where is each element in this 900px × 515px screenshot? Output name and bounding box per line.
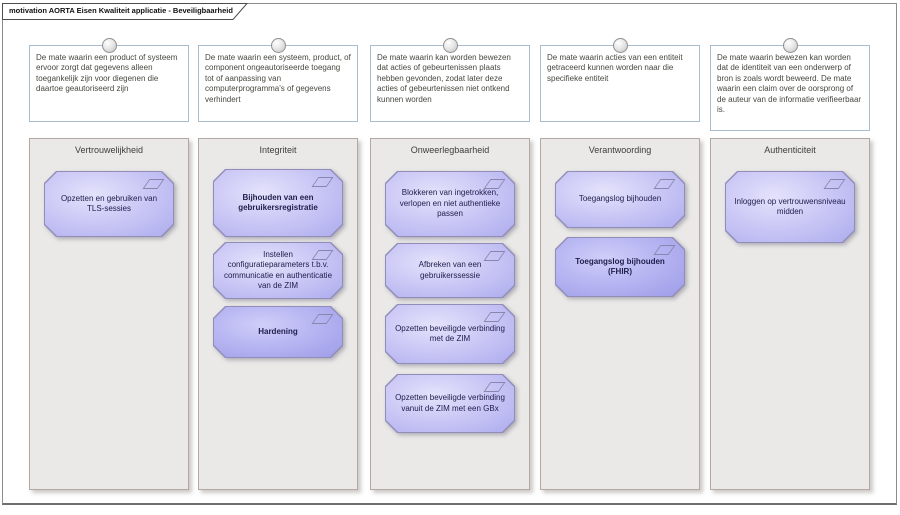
requirement-beveiligde-verbinding-gbx[interactable]: Opzetten beveiligde verbinding vanuit de… — [385, 374, 515, 433]
note-text: De mate waarin acties van een entiteit g… — [547, 53, 683, 83]
title-tab-shape — [2, 3, 249, 20]
note-text: De mate waarin bewezen kan worden dat de… — [717, 53, 862, 114]
requirement-inloggen-vertrouwensniveau[interactable]: Inloggen op vertrouwensniveau midden — [725, 171, 855, 243]
requirement-gebruikersregistratie[interactable]: Bijhouden van een gebruikersregistratie — [213, 169, 343, 237]
element-fill — [386, 244, 514, 297]
requirement-hardening[interactable]: Hardening — [213, 306, 343, 358]
element-label: Opzetten beveiligde verbinding met de ZI… — [395, 323, 505, 343]
group-header: Integriteit — [259, 145, 297, 155]
element-fill — [726, 172, 854, 242]
element-fill — [214, 170, 342, 236]
element-fill — [45, 172, 173, 236]
group-header: Onweerlegbaarheid — [410, 145, 490, 155]
note-integriteit[interactable]: De mate waarin een systeem, product, of … — [198, 38, 358, 122]
element-label: Opzetten beveiligde verbinding vanuit de… — [395, 393, 505, 413]
group-vertrouwelijkheid[interactable]: Vertrouwelijkheid Opzetten en gebruiken … — [29, 138, 189, 490]
element-label: Afbreken van een gebruikerssessie — [418, 260, 482, 280]
requirement-toegangslog-fhir[interactable]: Toegangslog bijhouden (FHIR) — [555, 237, 685, 297]
requirement-configuratieparameters[interactable]: Instellen configuratieparameters t.b.v. … — [213, 242, 343, 299]
group-header: Vertrouwelijkheid — [74, 145, 144, 155]
element-label: Inloggen op vertrouwensniveau midden — [734, 196, 846, 216]
element-label: Hardening — [258, 326, 298, 336]
connector-ball-icon — [102, 38, 117, 53]
group-verantwoording[interactable]: Verantwoording Toegangslog bijhouden Toe… — [540, 138, 700, 490]
note-verantwoording[interactable]: De mate waarin acties van een entiteit g… — [540, 38, 700, 122]
group-header: Authenticiteit — [764, 145, 816, 155]
diagram-title-tab: motivation AORTA Eisen Kwaliteit applica… — [2, 3, 254, 21]
requirement-toegangslog[interactable]: Toegangslog bijhouden — [555, 171, 685, 228]
note-text: De mate waarin een product of systeem er… — [36, 53, 178, 94]
element-fill — [386, 172, 514, 236]
element-label: Opzetten en gebruiken van TLS-sessies — [60, 193, 158, 213]
group-onweerlegbaarheid[interactable]: Onweerlegbaarheid Blokkeren van ingetrok… — [370, 138, 530, 490]
connector-ball-icon — [443, 38, 458, 53]
requirement-tls-sessies[interactable]: Opzetten en gebruiken van TLS-sessies — [44, 171, 174, 237]
group-integriteit[interactable]: Integriteit Bijhouden van een gebruikers… — [198, 138, 358, 490]
element-fill — [214, 307, 342, 357]
element-label: Blokkeren van ingetrokken, verlopen en n… — [399, 188, 501, 219]
element-fill — [214, 243, 342, 298]
element-label: Toegangslog bijhouden (FHIR) — [575, 256, 665, 276]
requirement-beveiligde-verbinding-zim[interactable]: Opzetten beveiligde verbinding met de ZI… — [385, 304, 515, 364]
note-text: De mate waarin een systeem, product, of … — [205, 53, 351, 104]
element-label: Toegangslog bijhouden — [578, 194, 662, 204]
requirement-blokkeren-passen[interactable]: Blokkeren van ingetrokken, verlopen en n… — [385, 171, 515, 237]
element-fill — [556, 172, 684, 227]
note-text: De mate waarin kan worden bewezen dat ac… — [377, 53, 511, 104]
note-vertrouwelijkheid[interactable]: De mate waarin een product of systeem er… — [29, 38, 189, 122]
connector-ball-icon — [271, 38, 286, 53]
group-authenticiteit[interactable]: Authenticiteit Inloggen op vertrouwensni… — [710, 138, 870, 490]
note-authenticiteit[interactable]: De mate waarin bewezen kan worden dat de… — [710, 38, 870, 131]
element-fill — [386, 305, 514, 363]
element-fill — [556, 238, 684, 296]
element-label: Instellen configuratieparameters t.b.v. … — [223, 249, 333, 290]
element-label: Bijhouden van een gebruikersregistratie — [238, 192, 318, 212]
requirement-afbreken-gebruikerssessie[interactable]: Afbreken van een gebruikerssessie — [385, 243, 515, 298]
connector-ball-icon — [613, 38, 628, 53]
connector-ball-icon — [783, 38, 798, 53]
diagram-title: motivation AORTA Eisen Kwaliteit applica… — [9, 6, 233, 15]
group-header: Verantwoording — [588, 145, 652, 155]
note-onweerlegbaarheid[interactable]: De mate waarin kan worden bewezen dat ac… — [370, 38, 530, 122]
diagram-frame — [2, 3, 897, 505]
element-fill — [386, 375, 514, 432]
